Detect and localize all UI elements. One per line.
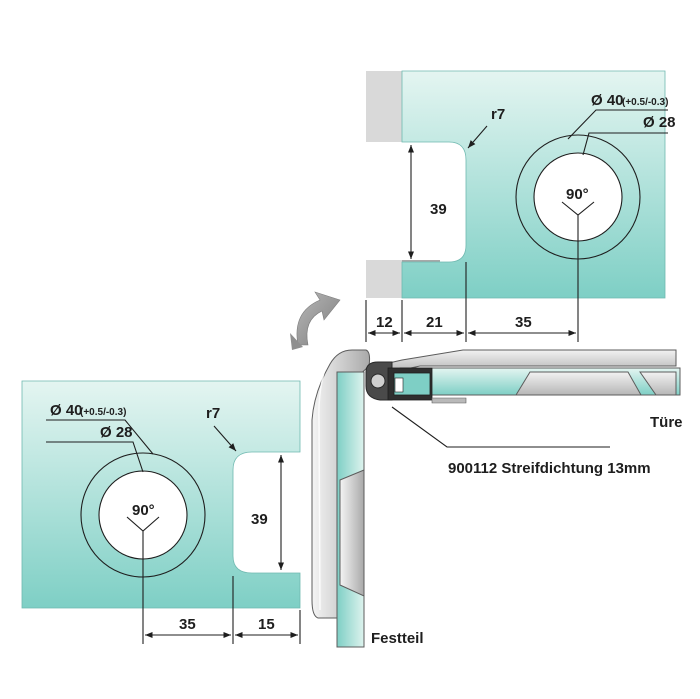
top-hole-tolerance-label: (+0.5/-0.3): [622, 97, 668, 108]
fixed-label: Festteil: [371, 630, 424, 647]
door-label: Türe: [650, 414, 683, 431]
top-width-c-label: 35: [515, 314, 532, 331]
top-hole-inner-leader: [582, 132, 668, 156]
door-inner-clamp: [515, 371, 642, 396]
bottom-hole-tolerance-label: (+0.5/-0.3): [80, 407, 126, 418]
seal-leader: [391, 406, 610, 448]
top-width-b-label: 21: [426, 314, 443, 331]
bottom-width-a-label: 35: [179, 616, 196, 633]
top-hole-outer-leader: [567, 109, 668, 140]
top-glass-plate: [401, 70, 666, 299]
bottom-hole-inner-leader: [46, 441, 144, 473]
bottom-hole-outer-label: Ø 40: [50, 402, 83, 419]
bottom-radius-label: r7: [206, 405, 220, 422]
top-radius-arrow: [467, 125, 488, 149]
top-radius-label: r7: [491, 106, 505, 123]
bottom-width-b-label: 15: [258, 616, 275, 633]
bottom-height-label: 39: [251, 511, 268, 528]
fixed-inner-clamp: [339, 469, 365, 597]
fixed-cover-metal: [311, 349, 371, 619]
top-plate: 39 r7 90° Ø 40 (+0.5/-0.3) Ø 28 12 21 35: [365, 70, 676, 342]
top-clamp-block-lower-light: [366, 260, 402, 298]
bottom-plate: r7 39 90° Ø 40 (+0.5/-0.3) Ø 28 35 15: [21, 380, 301, 644]
bottom-radius-arrow: [213, 425, 237, 452]
top-height-label: 39: [430, 201, 447, 218]
seal-label: 900112 Streifdichtung 13mm: [448, 460, 651, 477]
top-angle-label: 90°: [566, 186, 589, 203]
top-width-a-label: 12: [376, 314, 393, 331]
bottom-angle-label: 90°: [132, 502, 155, 519]
bottom-hole-outer-leader: [46, 419, 154, 455]
top-hole-inner-label: Ø 28: [643, 114, 676, 131]
top-clamp-block-upper-light: [366, 71, 402, 142]
rotation-arrow-icon: [290, 291, 341, 350]
hinge-section-view: Türe 900112 Streifdichtung 13mm Festteil: [311, 349, 683, 648]
top-hole-outer-label: Ø 40: [591, 92, 624, 109]
bottom-hole-inner-label: Ø 28: [100, 424, 133, 441]
